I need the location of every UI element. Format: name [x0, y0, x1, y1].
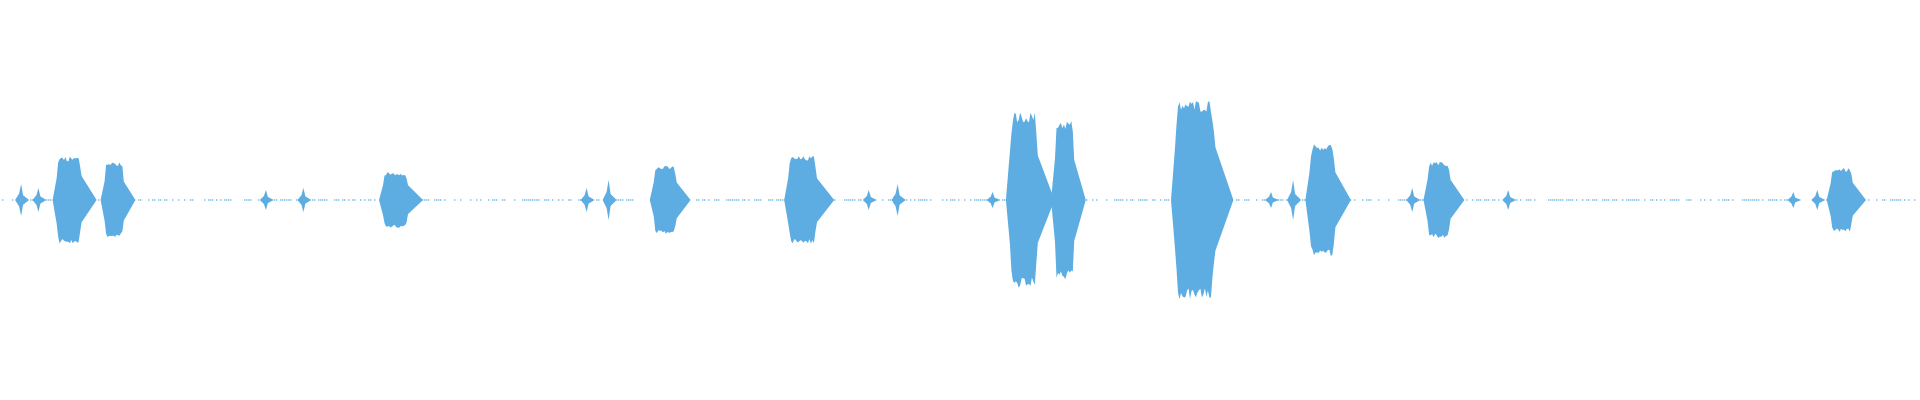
waveform-segment [1423, 162, 1465, 238]
waveform-spike [891, 184, 906, 216]
waveform-spike [1787, 192, 1802, 208]
waveform-segment [1051, 121, 1086, 280]
waveform-spike [297, 188, 312, 212]
waveform-spike [1811, 190, 1826, 210]
waveform-spike [580, 188, 595, 212]
waveform-segment [1826, 168, 1866, 232]
waveform-spike [1406, 188, 1421, 212]
waveform-baseline [2, 199, 1916, 201]
waveform-spike [259, 190, 274, 210]
waveform-spike [862, 190, 877, 210]
waveform-segment [1005, 112, 1055, 288]
waveform-segment [649, 166, 691, 234]
waveform-spike [1265, 192, 1279, 208]
waveform-segment [1171, 101, 1234, 300]
waveform-spike [602, 180, 617, 220]
waveform-spike [1502, 190, 1517, 210]
waveform-segment [100, 162, 136, 237]
waveform-segment [52, 156, 97, 244]
waveform-spike [32, 188, 47, 212]
waveform-spike [986, 192, 1001, 208]
waveform-segment [379, 172, 423, 228]
waveform-segment [784, 156, 835, 244]
waveform-spike [15, 184, 30, 216]
waveform-spike [1287, 180, 1302, 220]
waveform-segment [1305, 144, 1351, 256]
